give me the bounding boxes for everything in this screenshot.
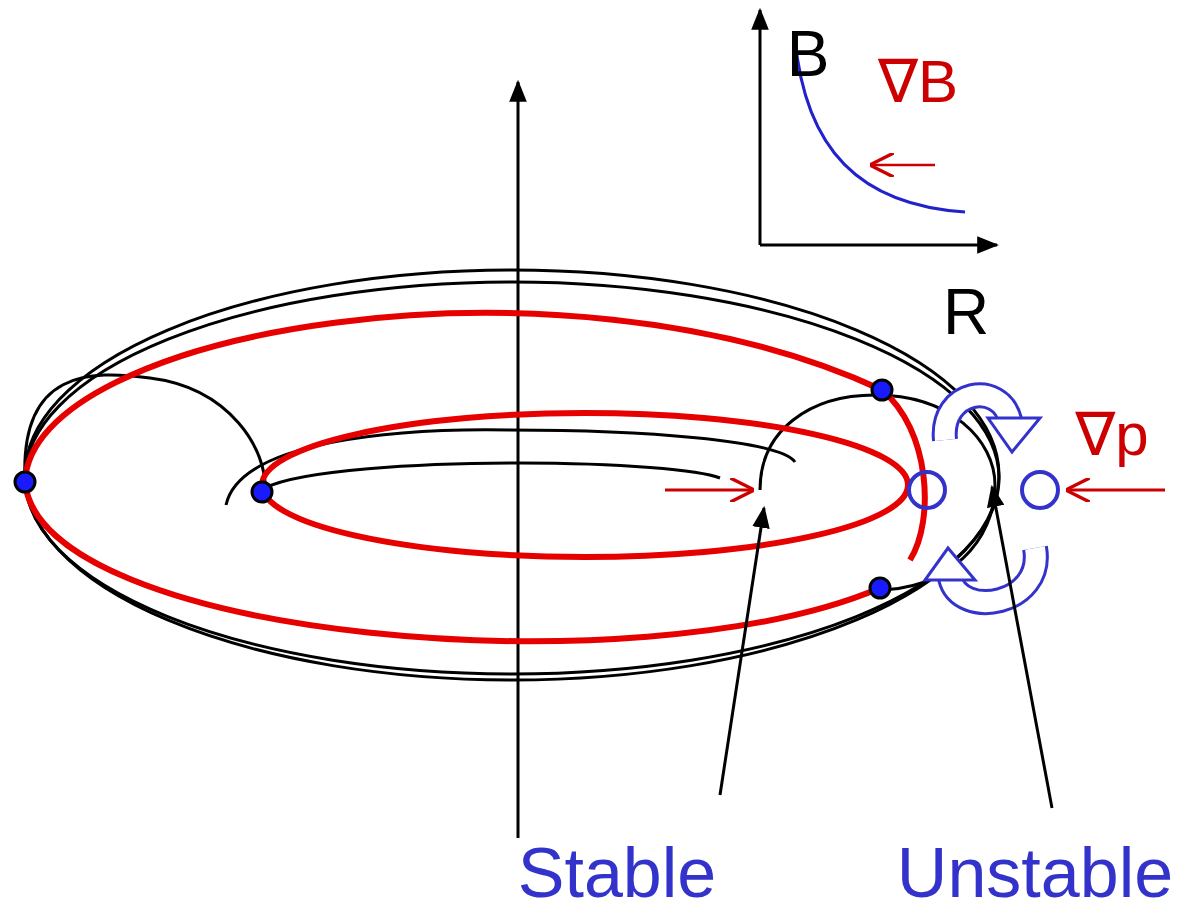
region-label: Stable bbox=[514, 838, 720, 908]
perturbation-circle bbox=[909, 472, 1058, 508]
gradient-label: ∇B bbox=[874, 52, 962, 112]
gradient-label: ∇p bbox=[1071, 405, 1153, 465]
leader-line bbox=[992, 487, 1052, 808]
axis-label: B bbox=[783, 22, 834, 86]
symmetry-axis bbox=[517, 82, 520, 905]
region-label: Unstable bbox=[893, 838, 1177, 908]
gradient-arrow bbox=[1068, 489, 1165, 492]
gradient-arrow bbox=[665, 489, 752, 492]
field-line-dot bbox=[15, 380, 892, 598]
leader-line bbox=[720, 508, 764, 795]
inset-plot bbox=[760, 10, 997, 245]
axis-label: R bbox=[939, 280, 993, 344]
field-line bbox=[25, 313, 925, 641]
torus-outline bbox=[25, 270, 999, 680]
